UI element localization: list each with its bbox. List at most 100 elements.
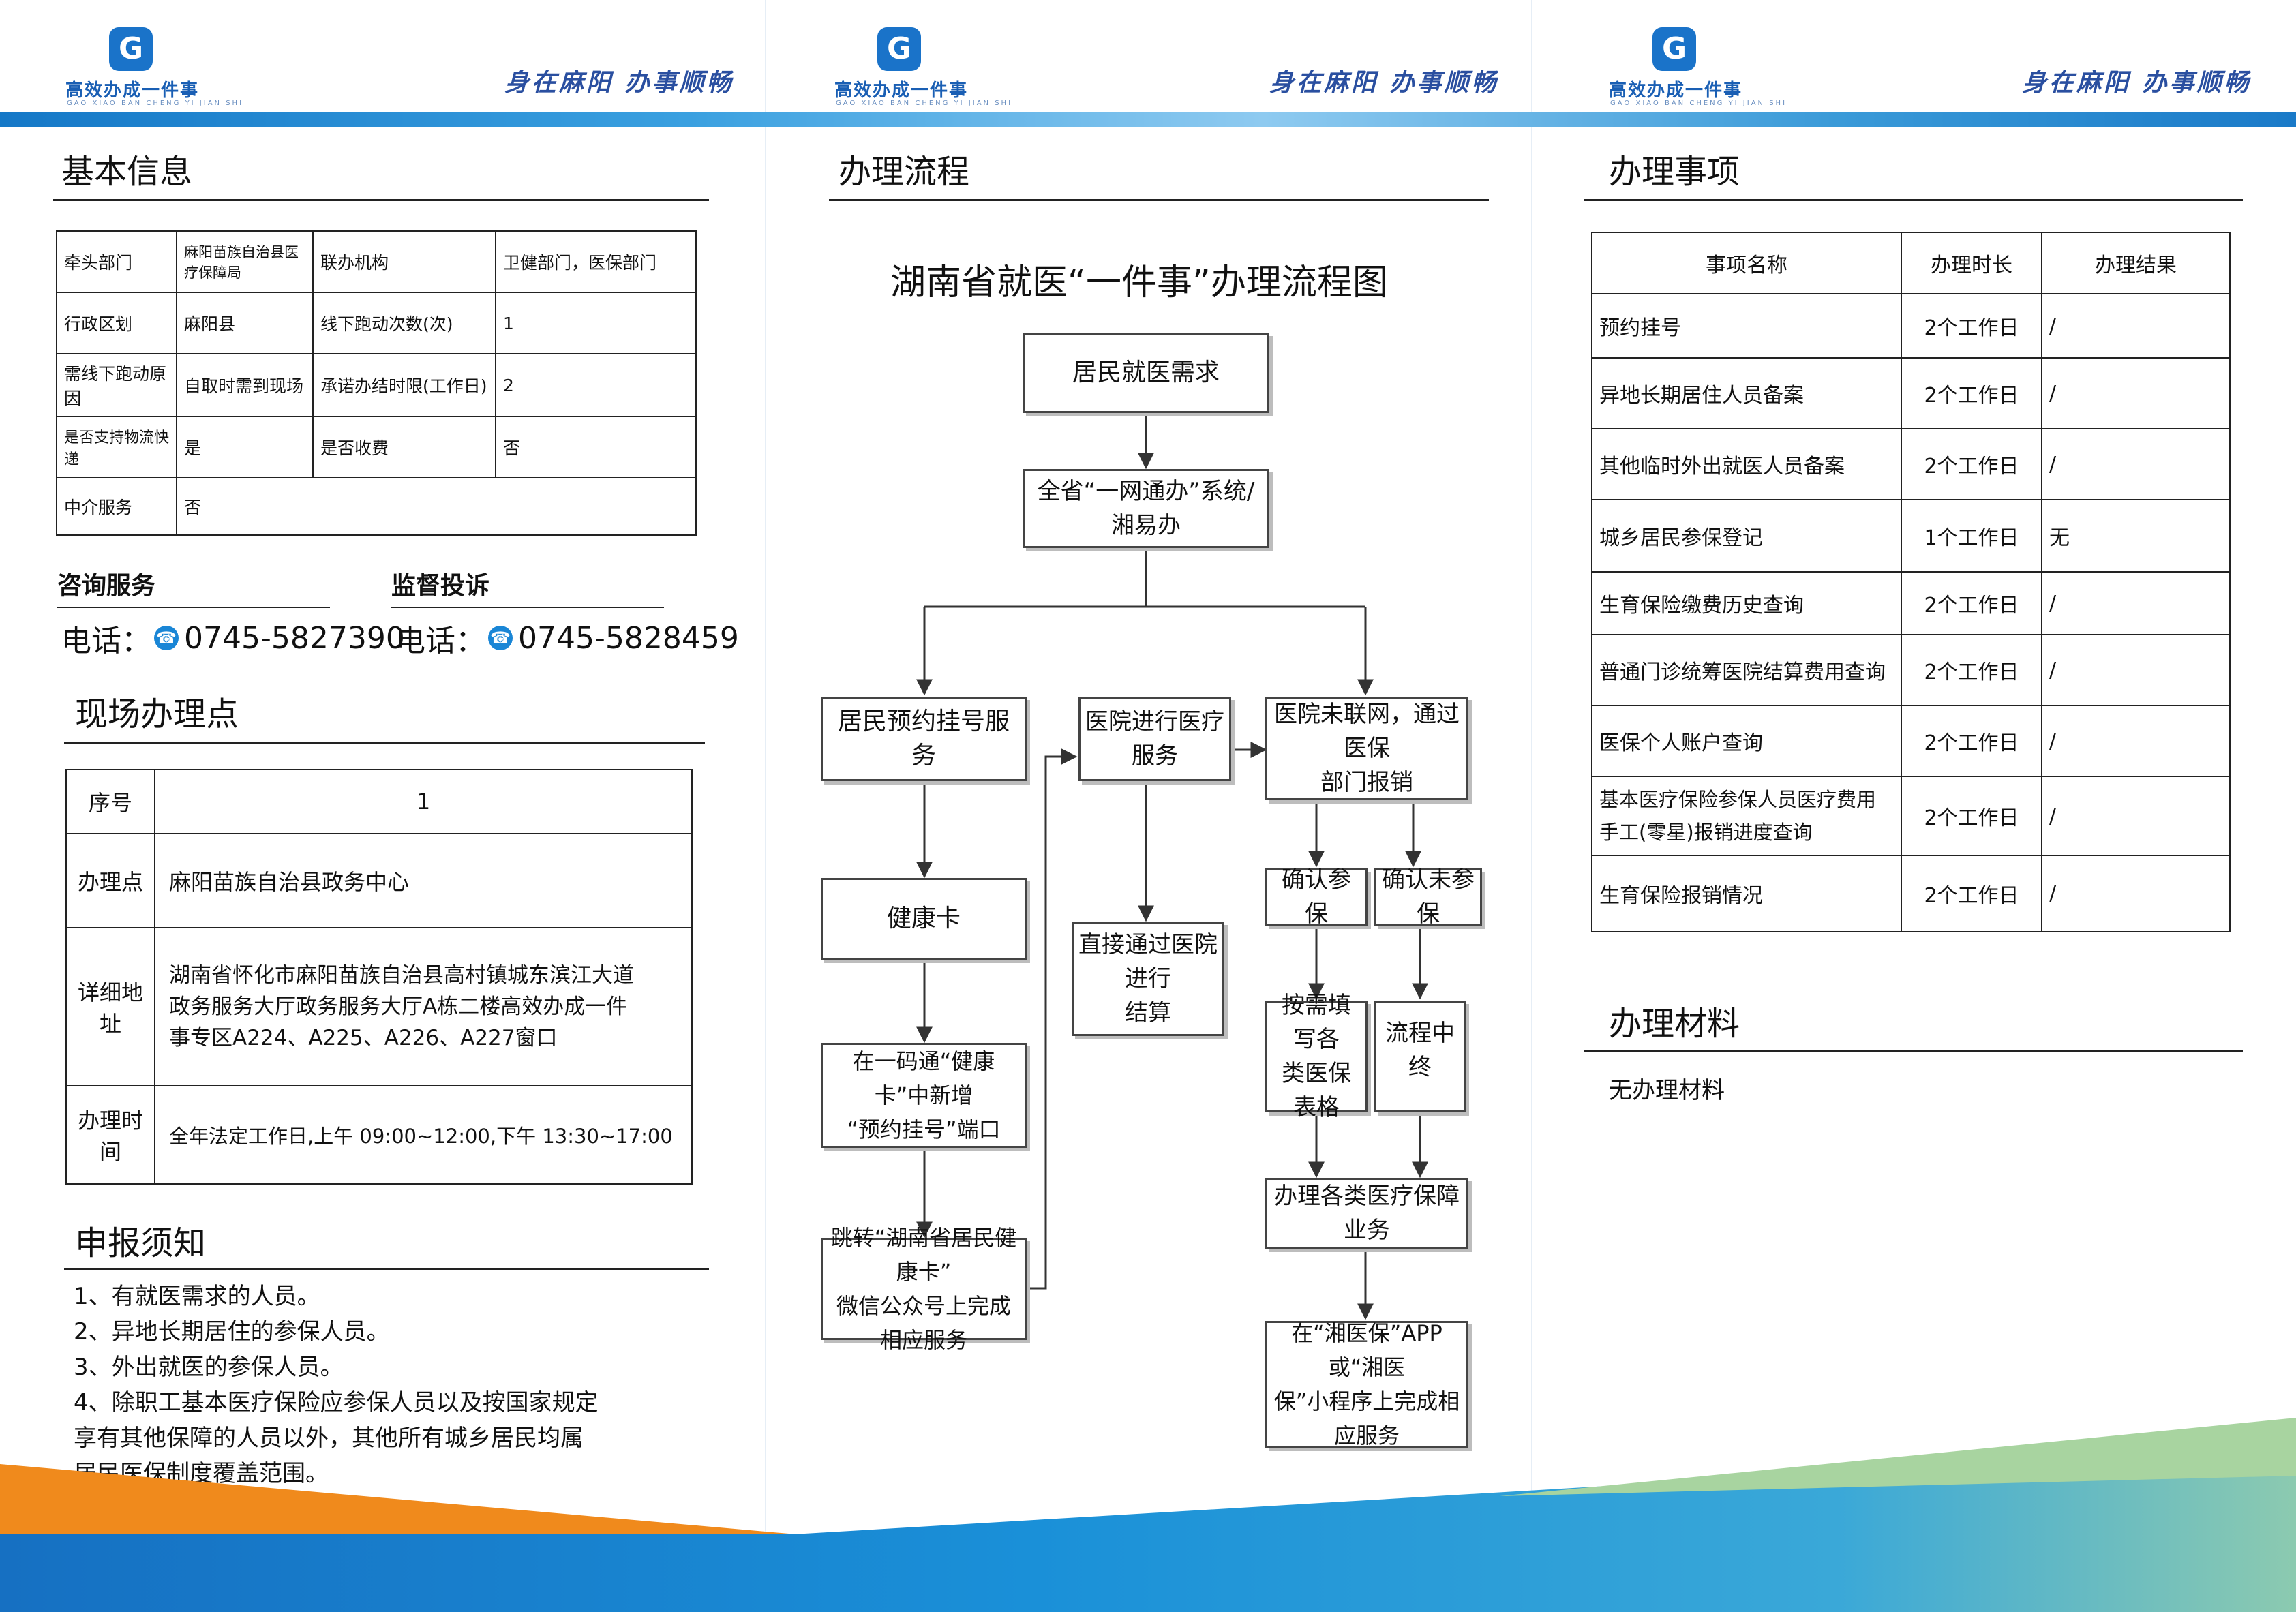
notice-item: 1、有就医需求的人员。	[74, 1283, 320, 1310]
section-divider	[1584, 199, 2243, 201]
item-result: /	[2041, 293, 2231, 359]
table-cell: 需线下跑动原因	[56, 353, 177, 417]
address-line: 事专区A224、A225、A226、A227窗口	[169, 1026, 558, 1050]
item-duration: 2个工作日	[1901, 571, 2042, 635]
item-result: /	[2041, 634, 2231, 706]
column-header: 办理结果	[2041, 232, 2231, 294]
table-cell: 湖南省怀化市麻阳苗族自治县高村镇城东滨江大道 政务服务大厅政务服务大厅A栋二楼高…	[154, 927, 693, 1086]
logo-subtext: GAO XIAO BAN CHENG YI JIAN SHI	[67, 100, 244, 107]
items-table: 事项名称 办理时长 办理结果 预约挂号 2个工作日 / 异地长期居住人员备案 2…	[1591, 232, 2231, 932]
site-table: 序号 1 办理点 麻阳苗族自治县政务中心 详细地址 湖南省怀化市麻阳苗族自治县高…	[65, 769, 693, 1185]
table-cell: 麻阳苗族自治县政务中心	[154, 833, 693, 928]
item-name: 城乡居民参保登记	[1591, 499, 1902, 573]
flow-node-fill-forms: 按需填写各 类医保表格	[1265, 992, 1368, 1121]
header-band	[0, 112, 2296, 127]
item-result: /	[2041, 705, 2231, 777]
item-name: 医保个人账户查询	[1591, 705, 1902, 777]
notice-item: 3、外出就医的参保人员。	[74, 1354, 344, 1381]
item-result: /	[2041, 357, 2231, 429]
section-divider	[64, 1268, 709, 1270]
table-cell: 全年法定工作日,上午 09:00~12:00,下午 13:30~17:00	[154, 1085, 693, 1185]
logo-text: 高效办成一件事	[1609, 80, 1743, 101]
table-cell: 线下跑动次数(次)	[312, 292, 496, 354]
table-cell: 是否收费	[312, 416, 496, 478]
table-cell: 2	[495, 353, 697, 417]
basic-info-title: 基本信息	[61, 153, 193, 191]
flow-node-handle-business: 办理各类医疗保障业务	[1265, 1178, 1468, 1249]
table-cell: 联办机构	[312, 230, 496, 293]
notice-item: 享有其他保障的人员以外，其他所有城乡居民均属	[74, 1425, 584, 1452]
footer-green-wave	[1500, 1418, 2296, 1496]
table-row: 详细地址 湖南省怀化市麻阳苗族自治县高村镇城东滨江大道 政务服务大厅政务服务大厅…	[65, 927, 693, 1086]
item-duration: 2个工作日	[1901, 776, 2042, 856]
notice-list: 1、有就医需求的人员。 2、异地长期居住的参保人员。 3、外出就医的参保人员。 …	[74, 1279, 599, 1491]
notice-title: 申报须知	[75, 1224, 207, 1262]
item-name: 普通门诊统筹医院结算费用查询	[1591, 634, 1902, 706]
process-title: 办理流程	[839, 153, 970, 191]
notice-item: 4、除职工基本医疗保险应参保人员以及按国家规定	[74, 1389, 599, 1416]
table-row: 序号 1	[65, 769, 693, 834]
item-name: 生育保险缴费历史查询	[1591, 571, 1902, 635]
address-line: 政务服务大厅政务服务大厅A栋二楼高效办成一件	[169, 994, 628, 1019]
flow-node-confirm-uninsured: 确认未参保	[1374, 866, 1482, 928]
phone-number: 0745-5827390	[184, 620, 405, 656]
consult-phone[interactable]: 电话： ☎ 0745-5827390	[61, 616, 405, 660]
address-line: 湖南省怀化市麻阳苗族自治县高村镇城东滨江大道	[169, 963, 634, 988]
table-cell: 序号	[65, 769, 155, 834]
table-cell: 行政区划	[56, 292, 177, 354]
phone-label: 电话：	[395, 624, 485, 658]
complaint-title: 监督投诉	[391, 572, 490, 600]
section-divider	[391, 607, 664, 608]
phone-icon: ☎	[154, 626, 179, 650]
slogan: 身在麻阳 办事顺畅	[504, 68, 734, 97]
complaint-phone[interactable]: 电话： ☎ 0745-5828459	[395, 616, 739, 660]
flow-node-offline: 医院未联网，通过医保 部门报销	[1265, 697, 1468, 800]
table-row: 生育保险缴费历史查询 2个工作日 /	[1591, 571, 2231, 635]
item-duration: 2个工作日	[1901, 855, 2042, 932]
table-row: 牵头部门 麻阳苗族自治县医疗保障局 联办机构 卫健部门，医保部门	[56, 230, 697, 293]
consult-title: 咨询服务	[57, 572, 156, 600]
flow-node-process-end: 流程中终	[1374, 1001, 1466, 1112]
item-duration: 1个工作日	[1901, 499, 2042, 573]
item-name: 预约挂号	[1591, 293, 1902, 359]
materials-text: 无办理材料	[1609, 1077, 1725, 1104]
item-name: 基本医疗保险参保人员医疗费用 手工(零星)报销进度查询	[1591, 776, 1902, 856]
table-cell: 否	[495, 416, 697, 478]
item-name: 其他临时外出就医人员备案	[1591, 428, 1902, 500]
item-name: 生育保险报销情况	[1591, 855, 1902, 932]
slogan: 身在麻阳 办事顺畅	[1269, 68, 1499, 97]
flow-node-treatment: 医院进行医疗服务	[1078, 697, 1231, 781]
panel-divider	[1531, 0, 1532, 1612]
table-row: 城乡居民参保登记 1个工作日 无	[1591, 499, 2231, 573]
phone-label: 电话：	[61, 624, 151, 658]
item-result: 无	[2041, 499, 2231, 573]
table-row: 需线下跑动原因 自取时需到现场 承诺办结时限(工作日) 2	[56, 353, 697, 417]
flowchart-title: 湖南省就医“一件事”办理流程图	[890, 262, 1388, 303]
flow-node-booking: 居民预约挂号服务	[821, 697, 1027, 781]
table-row: 异地长期居住人员备案 2个工作日 /	[1591, 357, 2231, 429]
table-cell: 是	[176, 416, 314, 478]
table-row: 医保个人账户查询 2个工作日 /	[1591, 705, 2231, 777]
table-row: 办理点 麻阳苗族自治县政务中心	[65, 833, 693, 928]
flow-node-direct-settle: 直接通过医院进行 结算	[1072, 922, 1224, 1036]
table-cell: 麻阳县	[176, 292, 314, 354]
column-header: 办理时长	[1901, 232, 2042, 294]
table-row: 中介服务 否	[56, 477, 697, 536]
item-result: /	[2041, 571, 2231, 635]
logo-g-icon: G	[877, 27, 921, 71]
table-cell: 是否支持物流快递	[56, 416, 177, 478]
table-cell: 办理时间	[65, 1085, 155, 1185]
table-cell: 承诺办结时限(工作日)	[312, 353, 496, 417]
flow-node-confirm-insured: 确认参保	[1265, 866, 1368, 928]
logo-g-icon: G	[1652, 27, 1696, 71]
section-divider	[53, 199, 709, 201]
item-name: 异地长期居住人员备案	[1591, 357, 1902, 429]
logo-g-icon: G	[109, 27, 153, 71]
items-title: 办理事项	[1609, 153, 1740, 191]
materials-title: 办理材料	[1609, 1005, 1740, 1043]
table-cell: 办理点	[65, 833, 155, 928]
table-row: 行政区划 麻阳县 线下跑动次数(次) 1	[56, 292, 697, 354]
table-header-row: 事项名称 办理时长 办理结果	[1591, 232, 2231, 294]
item-result: /	[2041, 776, 2231, 856]
